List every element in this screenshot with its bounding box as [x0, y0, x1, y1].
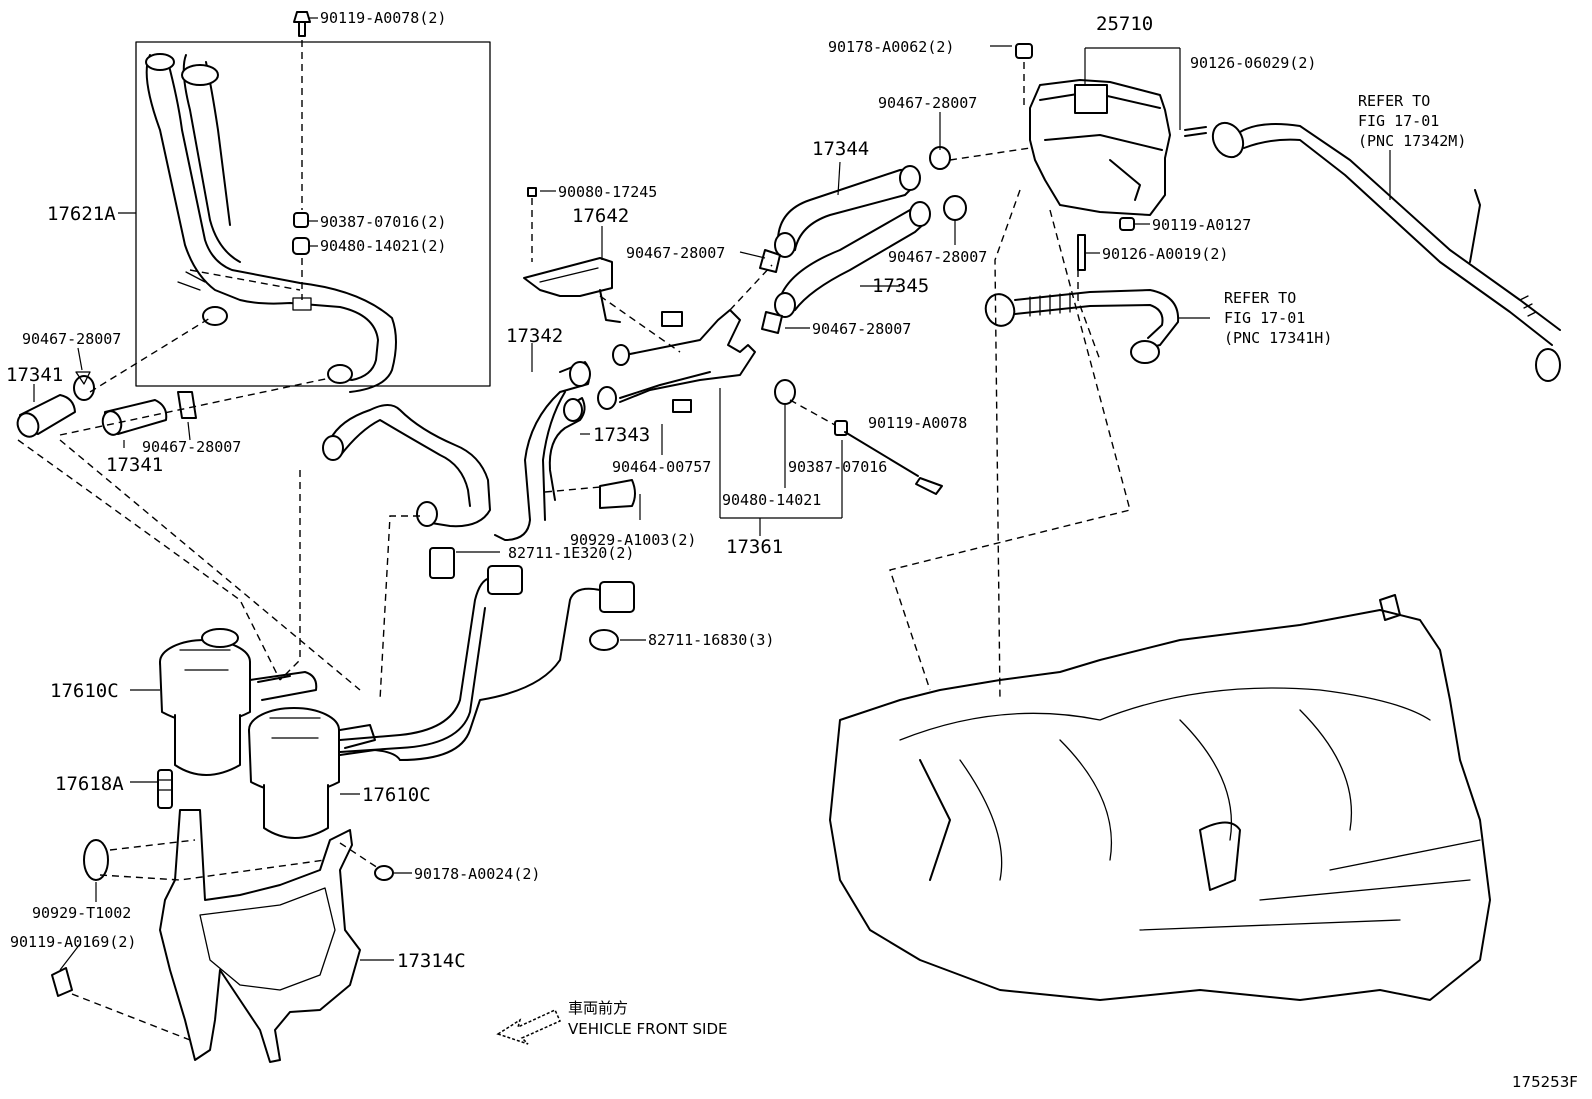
front-arrow-icon — [496, 1009, 561, 1045]
label-90119-a0078: 90119-A0078 — [868, 414, 967, 432]
label-17610c-b: 17610C — [362, 784, 431, 806]
pipe-17361-art — [597, 309, 943, 495]
label-90467-28007-a: 90467-28007 — [22, 330, 121, 348]
engine-art — [829, 594, 1491, 1001]
label-17345: 17345 — [872, 275, 929, 297]
vehicle-front-indicator: 車両前方 VEHICLE FRONT SIDE — [496, 999, 728, 1045]
bolt-90119-a0078-art — [292, 11, 311, 300]
wire-harness-art — [339, 547, 635, 761]
hose-17342-17343-art — [322, 361, 636, 541]
label-17621a: 17621A — [47, 203, 116, 225]
dashed-connectors — [17, 147, 1131, 881]
reference-note-17341h-line-2: FIG 17-01 — [1224, 309, 1305, 327]
label-90178-a0062-2: 90178-A0062(2) — [828, 38, 954, 56]
reference-note-17342m: REFER TO FIG 17-01 (PNC 17342M) — [1358, 92, 1466, 150]
label-17618a: 17618A — [55, 773, 124, 795]
label-17344: 17344 — [812, 138, 869, 160]
label-82711-1e320-2: 82711-1E320(2) — [508, 544, 634, 562]
label-17314c: 17314C — [397, 950, 466, 972]
reference-note-17342m-line-3: (PNC 17342M) — [1358, 132, 1466, 150]
label-90480-14021: 90480-14021 — [722, 491, 821, 509]
pipe-17342m-art — [1211, 121, 1561, 382]
leader-lines — [33, 17, 1391, 971]
label-90119-a0169-2: 90119-A0169(2) — [10, 933, 136, 951]
label-90467-28007-f: 90467-28007 — [812, 320, 911, 338]
front-label-english: VEHICLE FRONT SIDE — [568, 1020, 728, 1038]
label-90467-28007-d: 90467-28007 — [878, 94, 977, 112]
inset-box — [135, 41, 491, 387]
label-90387-07016: 90387-07016 — [788, 458, 887, 476]
label-90080-17245: 90080-17245 — [558, 183, 657, 201]
bracket-17314c-art — [51, 809, 394, 1063]
label-90467-28007-c: 90467-28007 — [626, 244, 725, 262]
label-90464-00757: 90464-00757 — [612, 458, 711, 476]
label-90467-28007-b: 90467-28007 — [142, 438, 241, 456]
label-17341-a: 17341 — [6, 364, 63, 386]
label-17361: 17361 — [726, 536, 783, 558]
label-17642: 17642 — [572, 205, 629, 227]
label-90126-06029-2: 90126-06029(2) — [1190, 54, 1316, 72]
air-pump-17610c-art — [157, 628, 401, 839]
bracket-17642-art — [523, 187, 621, 323]
label-25710: 25710 — [1096, 13, 1153, 35]
reference-note-17341h: REFER TO FIG 17-01 (PNC 17341H) — [1224, 289, 1332, 347]
figure-number: 175253F — [1512, 1073, 1578, 1091]
valve-25710-art — [1015, 43, 1207, 271]
label-90929-t1002: 90929-T1002 — [32, 904, 131, 922]
reference-note-17342m-line-1: REFER TO — [1358, 92, 1430, 110]
label-17341-b: 17341 — [106, 454, 163, 476]
label-17610c-a: 17610C — [50, 680, 119, 702]
air-hose-17621a-art — [145, 53, 397, 393]
reference-note-17341h-line-3: (PNC 17341H) — [1224, 329, 1332, 347]
label-90467-28007-e: 90467-28007 — [888, 248, 987, 266]
label-90126-a0019-2: 90126-A0019(2) — [1102, 245, 1228, 263]
hose-17344-17345-art — [759, 146, 967, 334]
pipe-17341h-art — [984, 289, 1180, 364]
label-90119-a0078-2: 90119-A0078(2) — [320, 9, 446, 27]
label-90929-a1003-2: 90929-A1003(2) — [570, 531, 696, 549]
front-label-japanese: 車両前方 — [568, 999, 628, 1017]
label-90178-a0024-2: 90178-A0024(2) — [414, 865, 540, 883]
hose-17341-art — [16, 371, 197, 438]
label-17343: 17343 — [593, 424, 650, 446]
label-82711-16830-3: 82711-16830(3) — [648, 631, 774, 649]
reference-note-17341h-line-1: REFER TO — [1224, 289, 1296, 307]
label-17342: 17342 — [506, 325, 563, 347]
label-90480-14021-2: 90480-14021(2) — [320, 237, 446, 255]
part-labels: 90119-A0078(2) 90387-07016(2) 90480-1402… — [6, 9, 1316, 972]
label-90387-07016-2: 90387-07016(2) — [320, 213, 446, 231]
label-90119-a0127: 90119-A0127 — [1152, 216, 1251, 234]
reference-note-17342m-line-2: FIG 17-01 — [1358, 112, 1439, 130]
